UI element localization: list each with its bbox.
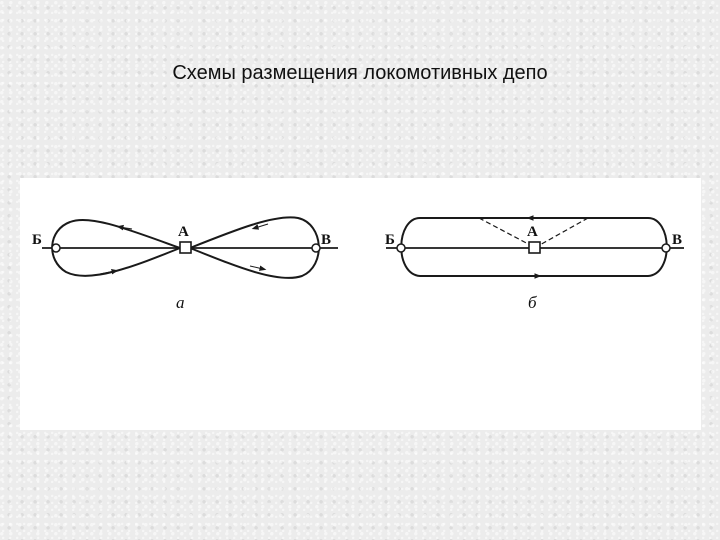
scheme-b-loop [400, 217, 668, 277]
scheme-a-label-depot: А [178, 224, 189, 240]
scheme-a-arrow-1 [116, 224, 133, 231]
scheme-b-label-right: В [672, 232, 682, 248]
scheme-a-label-left: Б [32, 232, 42, 248]
scheme-b-station-right [661, 243, 671, 253]
depot-schemes-diagram: Б А В а Б А В б [32, 215, 684, 312]
scheme-a-arrow-4 [249, 265, 267, 271]
scheme-b-depot [528, 241, 541, 254]
slide-title: Схемы размещения локомотивных депо [172, 62, 548, 84]
scheme-b-dashed-left [478, 217, 533, 247]
scheme-b-dashed-right [537, 217, 589, 247]
scheme-a-caption: а [176, 293, 185, 312]
scheme-b-station-left [396, 243, 406, 253]
scheme-b-label-depot: А [527, 224, 538, 240]
scheme-a-arrow-3 [251, 223, 269, 230]
scheme-a-depot [179, 241, 192, 254]
figure-panel: Б А В а Б А В б [20, 178, 701, 430]
scheme-a-arrow-2 [99, 268, 119, 275]
scheme-b-caption: б [528, 293, 537, 312]
scheme-a-station-right [311, 243, 321, 253]
scheme-b-label-left: Б [385, 232, 395, 248]
scheme-a-station-left [51, 243, 61, 253]
scheme-a-label-right: В [321, 232, 331, 248]
